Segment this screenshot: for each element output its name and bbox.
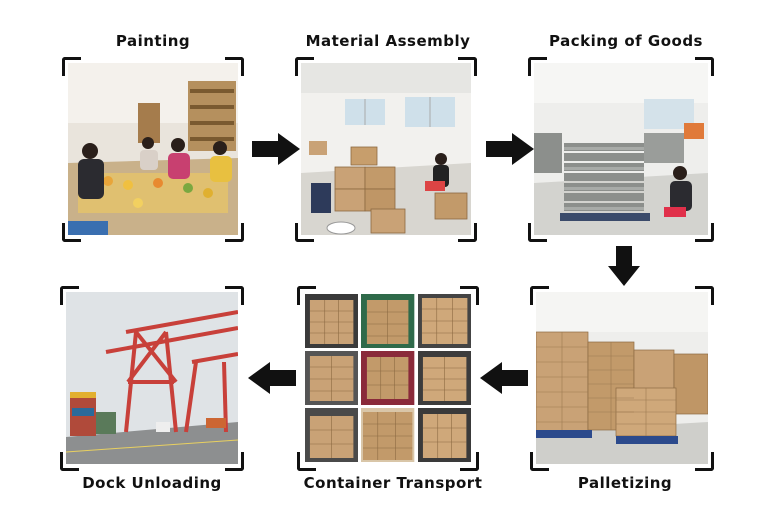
- container-photo: [361, 351, 415, 405]
- container-photo: [417, 408, 471, 462]
- container-photo: [361, 408, 415, 462]
- frame-corner: [530, 452, 549, 471]
- container-photo: [305, 408, 359, 462]
- frame-corner: [458, 223, 477, 242]
- palletizing-photo: [536, 292, 708, 464]
- frame-corner: [62, 223, 81, 242]
- frame-corner: [695, 57, 714, 76]
- frame-corner: [295, 57, 314, 76]
- frame-material-assembly: [295, 57, 477, 242]
- frame-palletizing: [530, 286, 714, 471]
- frame-corner: [460, 452, 479, 471]
- container-photo: [305, 294, 359, 348]
- frame-corner: [225, 286, 244, 305]
- frame-corner: [60, 286, 79, 305]
- frame-painting: [62, 57, 244, 242]
- container-photo-grid: [305, 294, 471, 462]
- label-material-assembly: Material Assembly: [305, 32, 471, 50]
- frame-corner: [225, 57, 244, 76]
- arrow-down-icon: [608, 246, 640, 286]
- frame-corner: [458, 57, 477, 76]
- label-palletizing: Palletizing: [577, 474, 673, 492]
- label-packing: Packing of Goods: [548, 32, 703, 50]
- frame-packing: [528, 57, 714, 242]
- frame-corner: [528, 223, 547, 242]
- arrow-left-icon: [480, 362, 528, 394]
- arrow-right-icon: [252, 133, 300, 165]
- arrow-left-icon: [248, 362, 296, 394]
- label-container-transport: Container Transport: [303, 474, 483, 492]
- label-painting: Painting: [115, 32, 191, 50]
- frame-corner: [530, 286, 549, 305]
- frame-corner: [295, 223, 314, 242]
- frame-corner: [695, 452, 714, 471]
- frame-container-transport: [297, 286, 479, 471]
- frame-corner: [460, 286, 479, 305]
- frame-corner: [62, 57, 81, 76]
- packing-photo: [534, 63, 708, 235]
- arrow-right-icon: [486, 133, 534, 165]
- label-dock-unloading: Dock Unloading: [82, 474, 222, 492]
- frame-corner: [695, 286, 714, 305]
- frame-corner: [297, 452, 316, 471]
- frame-corner: [528, 57, 547, 76]
- material-assembly-photo: [301, 63, 471, 235]
- frame-dock-unloading: [60, 286, 244, 471]
- frame-corner: [225, 452, 244, 471]
- frame-corner: [60, 452, 79, 471]
- container-photo: [417, 351, 471, 405]
- container-photo: [305, 351, 359, 405]
- dock-unloading-photo: [66, 292, 238, 464]
- frame-corner: [297, 286, 316, 305]
- painting-photo: [68, 63, 238, 235]
- frame-corner: [695, 223, 714, 242]
- frame-corner: [225, 223, 244, 242]
- container-photo: [361, 294, 415, 348]
- container-photo: [417, 294, 471, 348]
